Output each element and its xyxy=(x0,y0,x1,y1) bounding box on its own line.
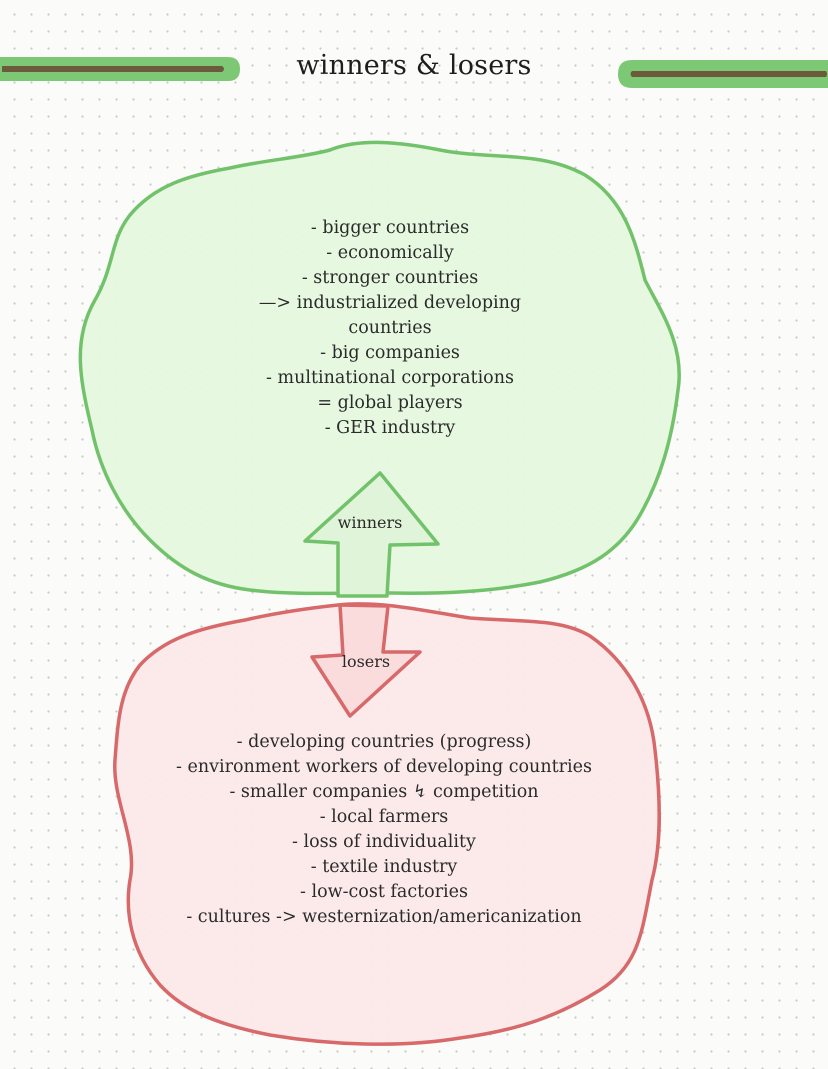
right-header-bar xyxy=(618,60,828,88)
list-item: - stronger countries xyxy=(301,268,479,288)
list-item: - GER industry xyxy=(324,418,456,438)
list-item: - environment workers of developing coun… xyxy=(176,757,592,777)
list-item: countries xyxy=(348,318,432,338)
list-item: - cultures -> westernization/americaniza… xyxy=(186,907,582,927)
list-item: - local farmers xyxy=(319,807,449,827)
list-item: - textile industry xyxy=(310,857,458,877)
list-item: - multinational corporations xyxy=(266,368,514,388)
list-item: - loss of individuality xyxy=(292,832,476,852)
list-item: —> industrialized developing xyxy=(258,293,522,313)
list-item: - big companies xyxy=(320,343,460,363)
list-item: - smaller companies ↯ competition xyxy=(229,782,539,802)
winners-arrow-label: winners xyxy=(337,513,403,532)
winners-list: - bigger countries - economically - stro… xyxy=(190,216,590,441)
list-item: - bigger countries xyxy=(310,218,470,238)
winners-blob xyxy=(78,140,681,596)
list-item: - developing countries (progress) xyxy=(236,732,532,752)
winners-arrow xyxy=(303,471,440,598)
list-item: = global players xyxy=(317,393,463,413)
left-header-bar xyxy=(0,57,240,81)
losers-arrow xyxy=(310,603,422,718)
losers-blob xyxy=(113,602,662,1046)
losers-list: - developing countries (progress) - envi… xyxy=(114,730,654,930)
list-item: - low-cost factories xyxy=(300,882,468,902)
page-title: winners & losers xyxy=(296,50,532,81)
losers-arrow-label: losers xyxy=(341,652,391,671)
list-item: - economically xyxy=(326,243,454,263)
